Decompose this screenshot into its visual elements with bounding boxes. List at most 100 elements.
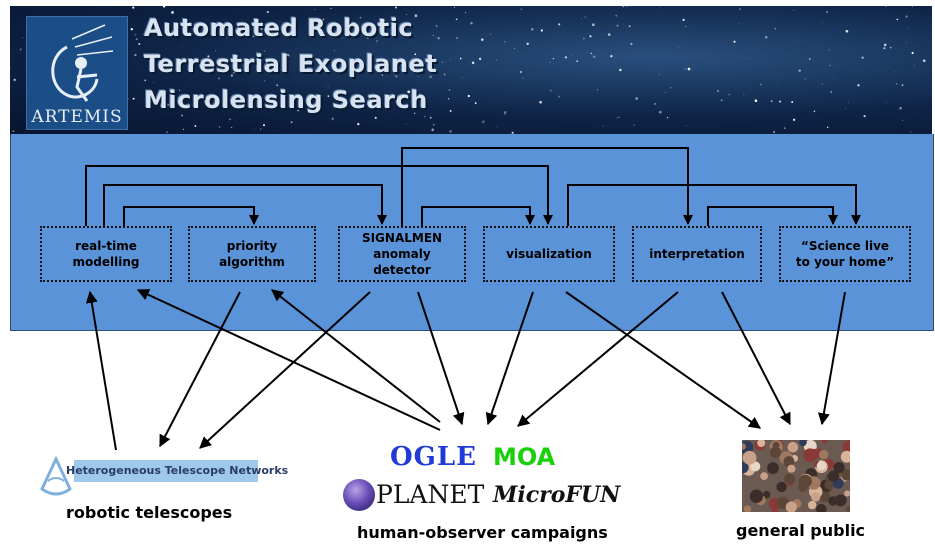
star bbox=[607, 33, 611, 36]
star bbox=[146, 26, 148, 28]
star bbox=[914, 64, 915, 66]
star bbox=[162, 6, 166, 8]
star bbox=[602, 125, 604, 127]
arrow-visualization-to-campaigns bbox=[485, 291, 534, 426]
crowd-figure bbox=[742, 462, 749, 474]
star bbox=[418, 70, 419, 72]
crowd-figure bbox=[743, 505, 752, 512]
crowd-figure bbox=[769, 446, 782, 458]
star bbox=[659, 7, 661, 9]
star bbox=[576, 60, 579, 63]
star bbox=[749, 58, 751, 60]
star bbox=[432, 123, 435, 126]
star bbox=[314, 9, 316, 10]
star bbox=[826, 126, 829, 129]
link-modelling-visualization bbox=[85, 165, 553, 226]
link-interpretation-science bbox=[707, 206, 838, 226]
star bbox=[449, 130, 452, 133]
star bbox=[134, 33, 137, 36]
star bbox=[826, 10, 829, 14]
arrow-science-to-public bbox=[817, 291, 846, 426]
star bbox=[311, 70, 313, 72]
crowd-figure bbox=[834, 494, 847, 507]
star bbox=[135, 38, 138, 41]
star bbox=[276, 84, 279, 87]
crowd-photo bbox=[742, 440, 850, 512]
box-visualization: visualization bbox=[483, 226, 615, 282]
star bbox=[454, 6, 456, 8]
star bbox=[496, 126, 498, 128]
star bbox=[845, 29, 849, 33]
star bbox=[549, 62, 551, 63]
star bbox=[382, 33, 385, 36]
star bbox=[809, 58, 811, 60]
star bbox=[132, 97, 135, 100]
star bbox=[478, 57, 482, 61]
star bbox=[896, 83, 898, 85]
star bbox=[179, 89, 181, 91]
star bbox=[531, 28, 534, 31]
star bbox=[258, 102, 261, 106]
caption-robotic-telescopes: robotic telescopes bbox=[66, 503, 233, 522]
star bbox=[885, 6, 887, 7]
link-signalmen-interpretation bbox=[401, 147, 693, 226]
crowd-figure bbox=[784, 473, 795, 485]
star bbox=[405, 14, 407, 16]
star bbox=[738, 23, 740, 24]
crowd-figure bbox=[749, 489, 764, 503]
star bbox=[432, 34, 434, 36]
star bbox=[717, 90, 719, 92]
star bbox=[504, 113, 506, 115]
crowd-figure bbox=[842, 440, 850, 454]
star bbox=[418, 75, 419, 77]
planet-globe-icon bbox=[343, 479, 375, 511]
star bbox=[263, 124, 265, 127]
star bbox=[513, 47, 515, 49]
star bbox=[592, 55, 596, 58]
star bbox=[739, 8, 741, 10]
star bbox=[132, 6, 135, 9]
title-line-1: Automated Robotic bbox=[144, 14, 414, 42]
star bbox=[455, 18, 458, 21]
star bbox=[863, 114, 866, 118]
star bbox=[279, 21, 281, 23]
star bbox=[215, 50, 217, 52]
arrow-signalmen-to-telescopes bbox=[199, 291, 371, 449]
arrow-interpretation-to-public bbox=[721, 291, 791, 426]
crowd-figure bbox=[742, 443, 746, 450]
star bbox=[592, 23, 595, 27]
star bbox=[905, 15, 908, 18]
star bbox=[626, 6, 628, 7]
star bbox=[821, 22, 823, 23]
star bbox=[414, 14, 418, 18]
star bbox=[720, 99, 723, 102]
star bbox=[616, 24, 619, 27]
star bbox=[654, 103, 656, 105]
star bbox=[911, 51, 914, 55]
star bbox=[564, 56, 568, 59]
arrow-interpretation-to-campaigns bbox=[517, 291, 679, 427]
star bbox=[589, 35, 592, 38]
arrow-campaigns-to-priority bbox=[271, 289, 441, 423]
crowd-figure bbox=[799, 440, 807, 447]
crowd-figure bbox=[808, 500, 817, 510]
crowd-figure bbox=[840, 450, 850, 463]
star bbox=[733, 40, 736, 43]
link-visualization-science bbox=[567, 184, 861, 226]
star bbox=[583, 37, 585, 40]
star bbox=[526, 42, 529, 45]
star bbox=[687, 67, 691, 71]
star bbox=[459, 57, 462, 60]
star bbox=[424, 115, 426, 118]
crowd-figure bbox=[787, 441, 799, 453]
star bbox=[490, 34, 492, 36]
star bbox=[395, 19, 398, 22]
link-signalmen-visualization bbox=[421, 206, 535, 226]
star bbox=[367, 37, 369, 39]
star bbox=[686, 124, 687, 126]
star bbox=[596, 89, 598, 91]
link-modelling-signalmen bbox=[103, 184, 387, 226]
star bbox=[456, 37, 458, 39]
crowd-figure bbox=[760, 472, 768, 480]
star bbox=[902, 119, 904, 121]
